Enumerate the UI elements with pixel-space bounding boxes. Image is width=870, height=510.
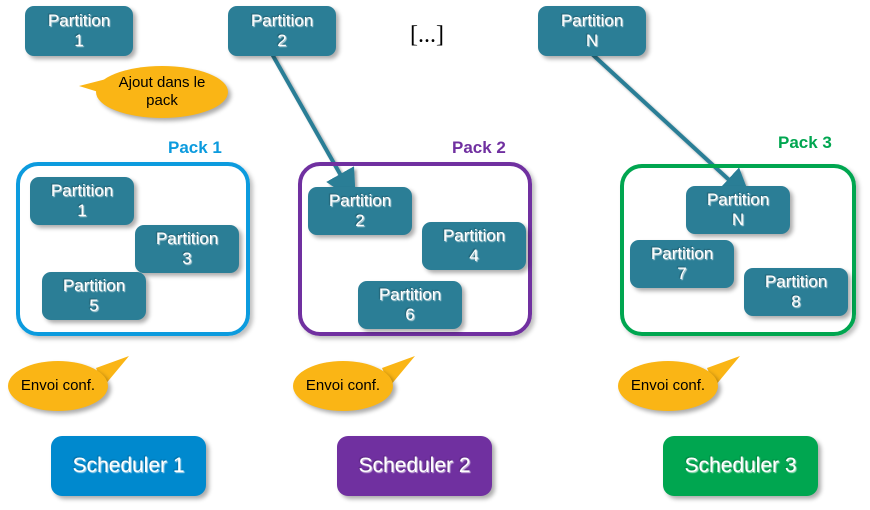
- callout-line1: Ajout dans le: [118, 74, 206, 91]
- scheduler-1[interactable]: Scheduler 1: [51, 436, 206, 496]
- partition-label-line2: N: [731, 210, 745, 229]
- pack-label-1: Pack 1: [168, 138, 222, 157]
- callout-send-conf-2: Envoi conf.: [293, 361, 393, 411]
- partition-label-line1: Partition: [50, 181, 114, 200]
- pack2-partition-6[interactable]: Partition 6: [358, 281, 462, 329]
- callout-line1: Envoi conf.: [20, 377, 96, 394]
- partition-label-line1: Partition: [250, 11, 314, 30]
- pack3-partition-N[interactable]: Partition N: [686, 186, 790, 234]
- partition-label-line1: Partition: [155, 229, 219, 248]
- partition-label-line1: Partition: [764, 272, 828, 291]
- partition-label-line2: N: [585, 31, 599, 50]
- partition-label-line2: 2: [355, 211, 365, 230]
- scheduler-2[interactable]: Scheduler 2: [337, 436, 492, 496]
- source-partition-1[interactable]: Partition 1: [25, 6, 133, 56]
- pack3-partition-8[interactable]: Partition 8: [744, 268, 848, 316]
- source-partition-N[interactable]: Partition N: [538, 6, 646, 56]
- partition-label-line2: 1: [74, 31, 84, 50]
- partition-label-line1: Partition: [442, 226, 506, 245]
- partition-label-line1: Partition: [62, 276, 126, 295]
- pack-container-1[interactable]: [16, 162, 250, 336]
- pack1-partition-1[interactable]: Partition 1: [30, 177, 134, 225]
- callout-add-to-pack: Ajout dans le pack: [96, 66, 228, 118]
- pack-label-2: Pack 2: [452, 138, 506, 157]
- partition-label-line2: 2: [277, 31, 287, 50]
- partition-label-line2: 5: [89, 296, 99, 315]
- pack3-partition-7[interactable]: Partition 7: [630, 240, 734, 288]
- callout-line2: pack: [146, 92, 178, 109]
- partition-label-line2: 1: [77, 201, 87, 220]
- scheduler-label: Scheduler 3: [684, 454, 797, 477]
- partition-label-line2: 6: [405, 305, 415, 324]
- pack-label-3: Pack 3: [778, 133, 832, 152]
- partition-label-line1: Partition: [706, 190, 770, 209]
- callout-send-conf-1: Envoi conf.: [8, 361, 108, 411]
- partition-label-line2: 4: [469, 246, 479, 265]
- source-partition-2[interactable]: Partition 2: [228, 6, 336, 56]
- pack1-partition-3[interactable]: Partition 3: [135, 225, 239, 273]
- scheduler-label: Scheduler 1: [72, 454, 185, 477]
- pack2-partition-2[interactable]: Partition 2: [308, 187, 412, 235]
- pack1-partition-5[interactable]: Partition 5: [42, 272, 146, 320]
- pack2-partition-4[interactable]: Partition 4: [422, 222, 526, 270]
- partition-label-line1: Partition: [650, 244, 714, 263]
- scheduler-3[interactable]: Scheduler 3: [663, 436, 818, 496]
- callout-line1: Envoi conf.: [305, 377, 381, 394]
- ellipsis-marker: [...]: [410, 22, 444, 48]
- partition-label-line2: 8: [791, 292, 801, 311]
- callout-send-conf-3: Envoi conf.: [618, 361, 718, 411]
- scheduler-label: Scheduler 2: [358, 454, 471, 477]
- partition-label-line1: Partition: [47, 11, 111, 30]
- callout-line1: Envoi conf.: [630, 377, 706, 394]
- pack-container-3[interactable]: [620, 164, 856, 336]
- partition-label-line2: 3: [182, 249, 192, 268]
- pack-container-2[interactable]: [298, 162, 532, 336]
- partition-label-line1: Partition: [560, 11, 624, 30]
- partition-label-line1: Partition: [378, 285, 442, 304]
- partition-label-line1: Partition: [328, 191, 392, 210]
- partition-label-line2: 7: [677, 264, 687, 283]
